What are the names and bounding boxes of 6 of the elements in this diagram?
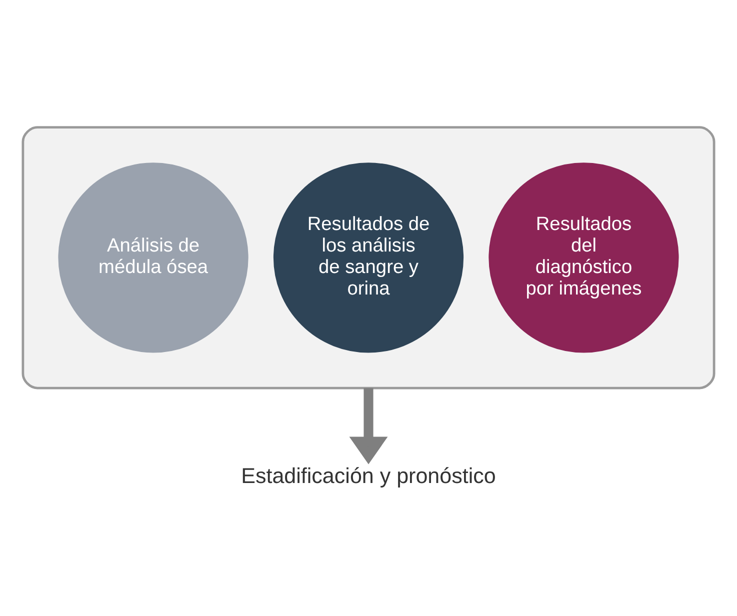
node-circle: Resultados del diagnóstico por imágenes <box>488 162 679 352</box>
node-circle: Análisis de médula ósea <box>58 162 248 352</box>
node-circle: Resultados de los análisis de sangre y orina <box>273 162 464 352</box>
node-text: Estadificación y pronóstico <box>241 463 496 488</box>
arrow <box>349 388 388 464</box>
cluster <box>22 126 716 389</box>
